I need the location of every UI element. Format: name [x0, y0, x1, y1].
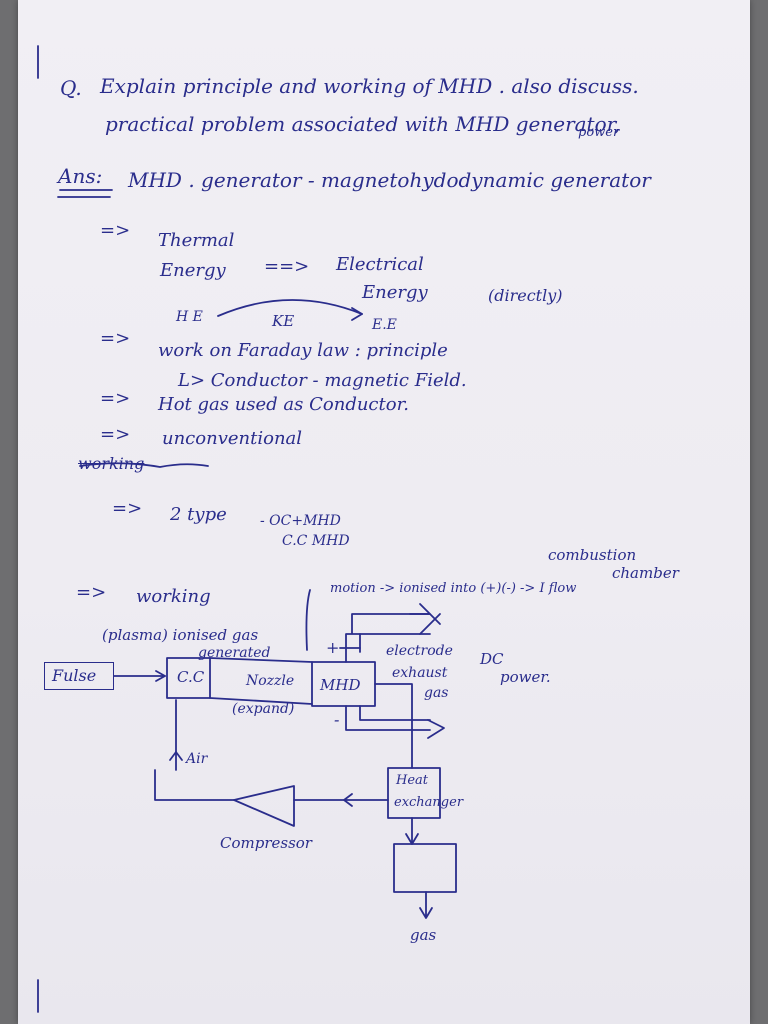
plus-sign: +: [326, 638, 340, 657]
compressor-shape: [233, 785, 295, 827]
conductor-note: L> Conductor - magnetic Field.: [178, 370, 467, 391]
exchanger-label: exchanger: [394, 795, 464, 810]
electrode-label: electrode: [386, 643, 453, 659]
nozzle-shape: [209, 657, 313, 705]
electrode-bottom-arrow: [427, 719, 445, 739]
compressor-label: Compressor: [220, 834, 312, 852]
type-cc: C.C MHD: [282, 533, 350, 549]
chamber-label: chamber: [612, 564, 679, 582]
expand-label: (expand): [232, 701, 295, 717]
gas-out-arrow: [419, 891, 433, 919]
notebook-page: [18, 0, 750, 1024]
power-label: power.: [500, 668, 551, 686]
cc-label: C.C: [177, 668, 205, 686]
exhaust-path: [374, 683, 413, 769]
lower-box: [393, 843, 457, 893]
gas-out-label: gas: [410, 926, 437, 944]
scribble: [79, 462, 209, 468]
bullet-arrow: =>: [100, 220, 131, 241]
motion-bracket: [305, 589, 311, 651]
he-label: H E: [176, 309, 203, 325]
unconventional-note: unconventional: [162, 428, 303, 449]
conversion-arrow: ==>: [264, 256, 310, 277]
plasma-label: (plasma) ionised gas: [102, 626, 259, 644]
faraday-note: work on Faraday law : principle: [158, 340, 448, 361]
he-ee-arrowhead: [351, 307, 363, 321]
fuel-arrowhead: [155, 670, 166, 682]
exhaust-label: exhaust: [392, 665, 448, 681]
question-marker: Q.: [60, 76, 82, 100]
mhd-box: [311, 661, 376, 707]
hx-to-compressor-head: [343, 793, 353, 807]
combustion-label: combustion: [548, 546, 637, 564]
type-oc: - OC+MHD: [260, 513, 341, 529]
heat-label: Heat: [396, 773, 429, 788]
ke-label: KE: [272, 312, 295, 330]
bullet-arrow-4: =>: [100, 424, 131, 445]
he-ee-curve: [217, 299, 363, 317]
question-line-2-over: power: [578, 125, 620, 140]
heat-exchanger-box: [387, 767, 441, 819]
bullet-arrow-6: =>: [76, 582, 107, 603]
working-heading: working: [136, 586, 211, 607]
exhaust-gas-label: gas: [424, 685, 449, 701]
energy-label-1: Energy: [160, 260, 226, 281]
types-note: 2 type: [170, 504, 227, 525]
electrode-bottom: [345, 705, 431, 731]
thermal-label: Thermal: [158, 230, 235, 251]
bullet-arrow-2: =>: [100, 328, 131, 349]
ans-underline: [57, 189, 113, 198]
ee-label: E.E: [372, 317, 397, 333]
mhd-label: MHD: [320, 676, 361, 694]
motion-label: motion -> ionised into (+)(-) -> I flow: [330, 581, 577, 596]
hot-gas-note: Hot gas used as Conductor.: [158, 394, 409, 415]
nozzle-label: Nozzle: [246, 673, 295, 689]
fuel-box: [44, 662, 114, 690]
minus-sign: -: [334, 710, 340, 729]
energy-label-2: Energy: [362, 282, 428, 303]
directly-label: (directly): [488, 286, 563, 305]
question-line-1: Explain principle and working of MHD . a…: [100, 74, 639, 98]
electrode-top-arrow: [409, 603, 441, 635]
bullet-arrow-3: =>: [100, 388, 131, 409]
bullet-arrow-5: =>: [112, 498, 143, 519]
air-label: Air: [186, 751, 208, 767]
answer-heading: MHD . generator - magnetohydodynamic gen…: [128, 168, 651, 192]
air-arrowhead: [169, 751, 183, 761]
electrical-label: Electrical: [336, 254, 424, 275]
fuel-label: Fulse: [52, 666, 97, 685]
answer-label: Ans:: [58, 164, 103, 188]
air-loop: [154, 699, 235, 801]
dc-label: DC: [480, 650, 504, 668]
generated-label: generated: [198, 645, 271, 661]
struck-working: working: [78, 454, 145, 473]
question-line-2: practical problem associated with MHD ge…: [105, 112, 621, 136]
